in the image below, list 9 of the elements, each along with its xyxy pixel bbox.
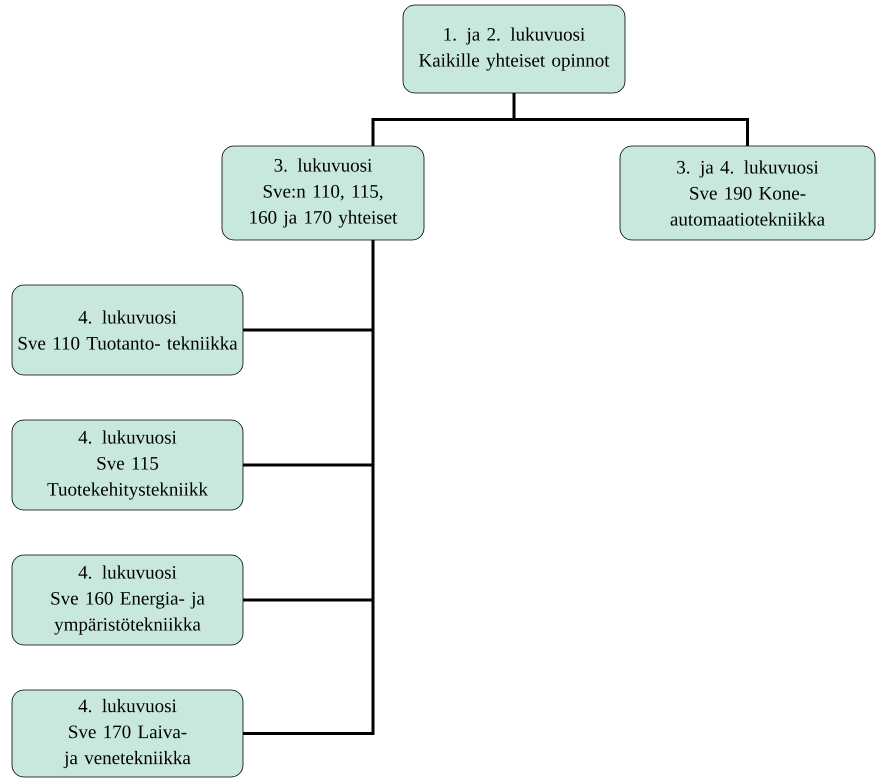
process-box: 4. lukuvuosi Sve 110 Tuotanto- tekniikka <box>12 284 244 376</box>
process-box: 1. ja 2. lukuvuosi Kaikille yhteiset opinnot <box>402 4 626 94</box>
process-box: 4. lukuvuosi Sve 160 Energia- ja ympäristötekniikka <box>12 554 244 646</box>
process-box: 3. lukuvuosi Sve:n 110, 115, 160 ja 170 yhteiset <box>222 146 424 240</box>
process-box: 4. lukuvuosi Sve 170 Laiva- ja venetekniikka <box>12 690 244 778</box>
connector-line <box>243 240 374 735</box>
process-box: 4. lukuvuosi Sve 115 Tuotekehitystekniikk <box>12 420 244 510</box>
process-box: 3. ja 4. lukuvuosi Sve 190 Kone- automaatiotekniikka <box>620 146 876 240</box>
connector-line <box>512 93 749 146</box>
